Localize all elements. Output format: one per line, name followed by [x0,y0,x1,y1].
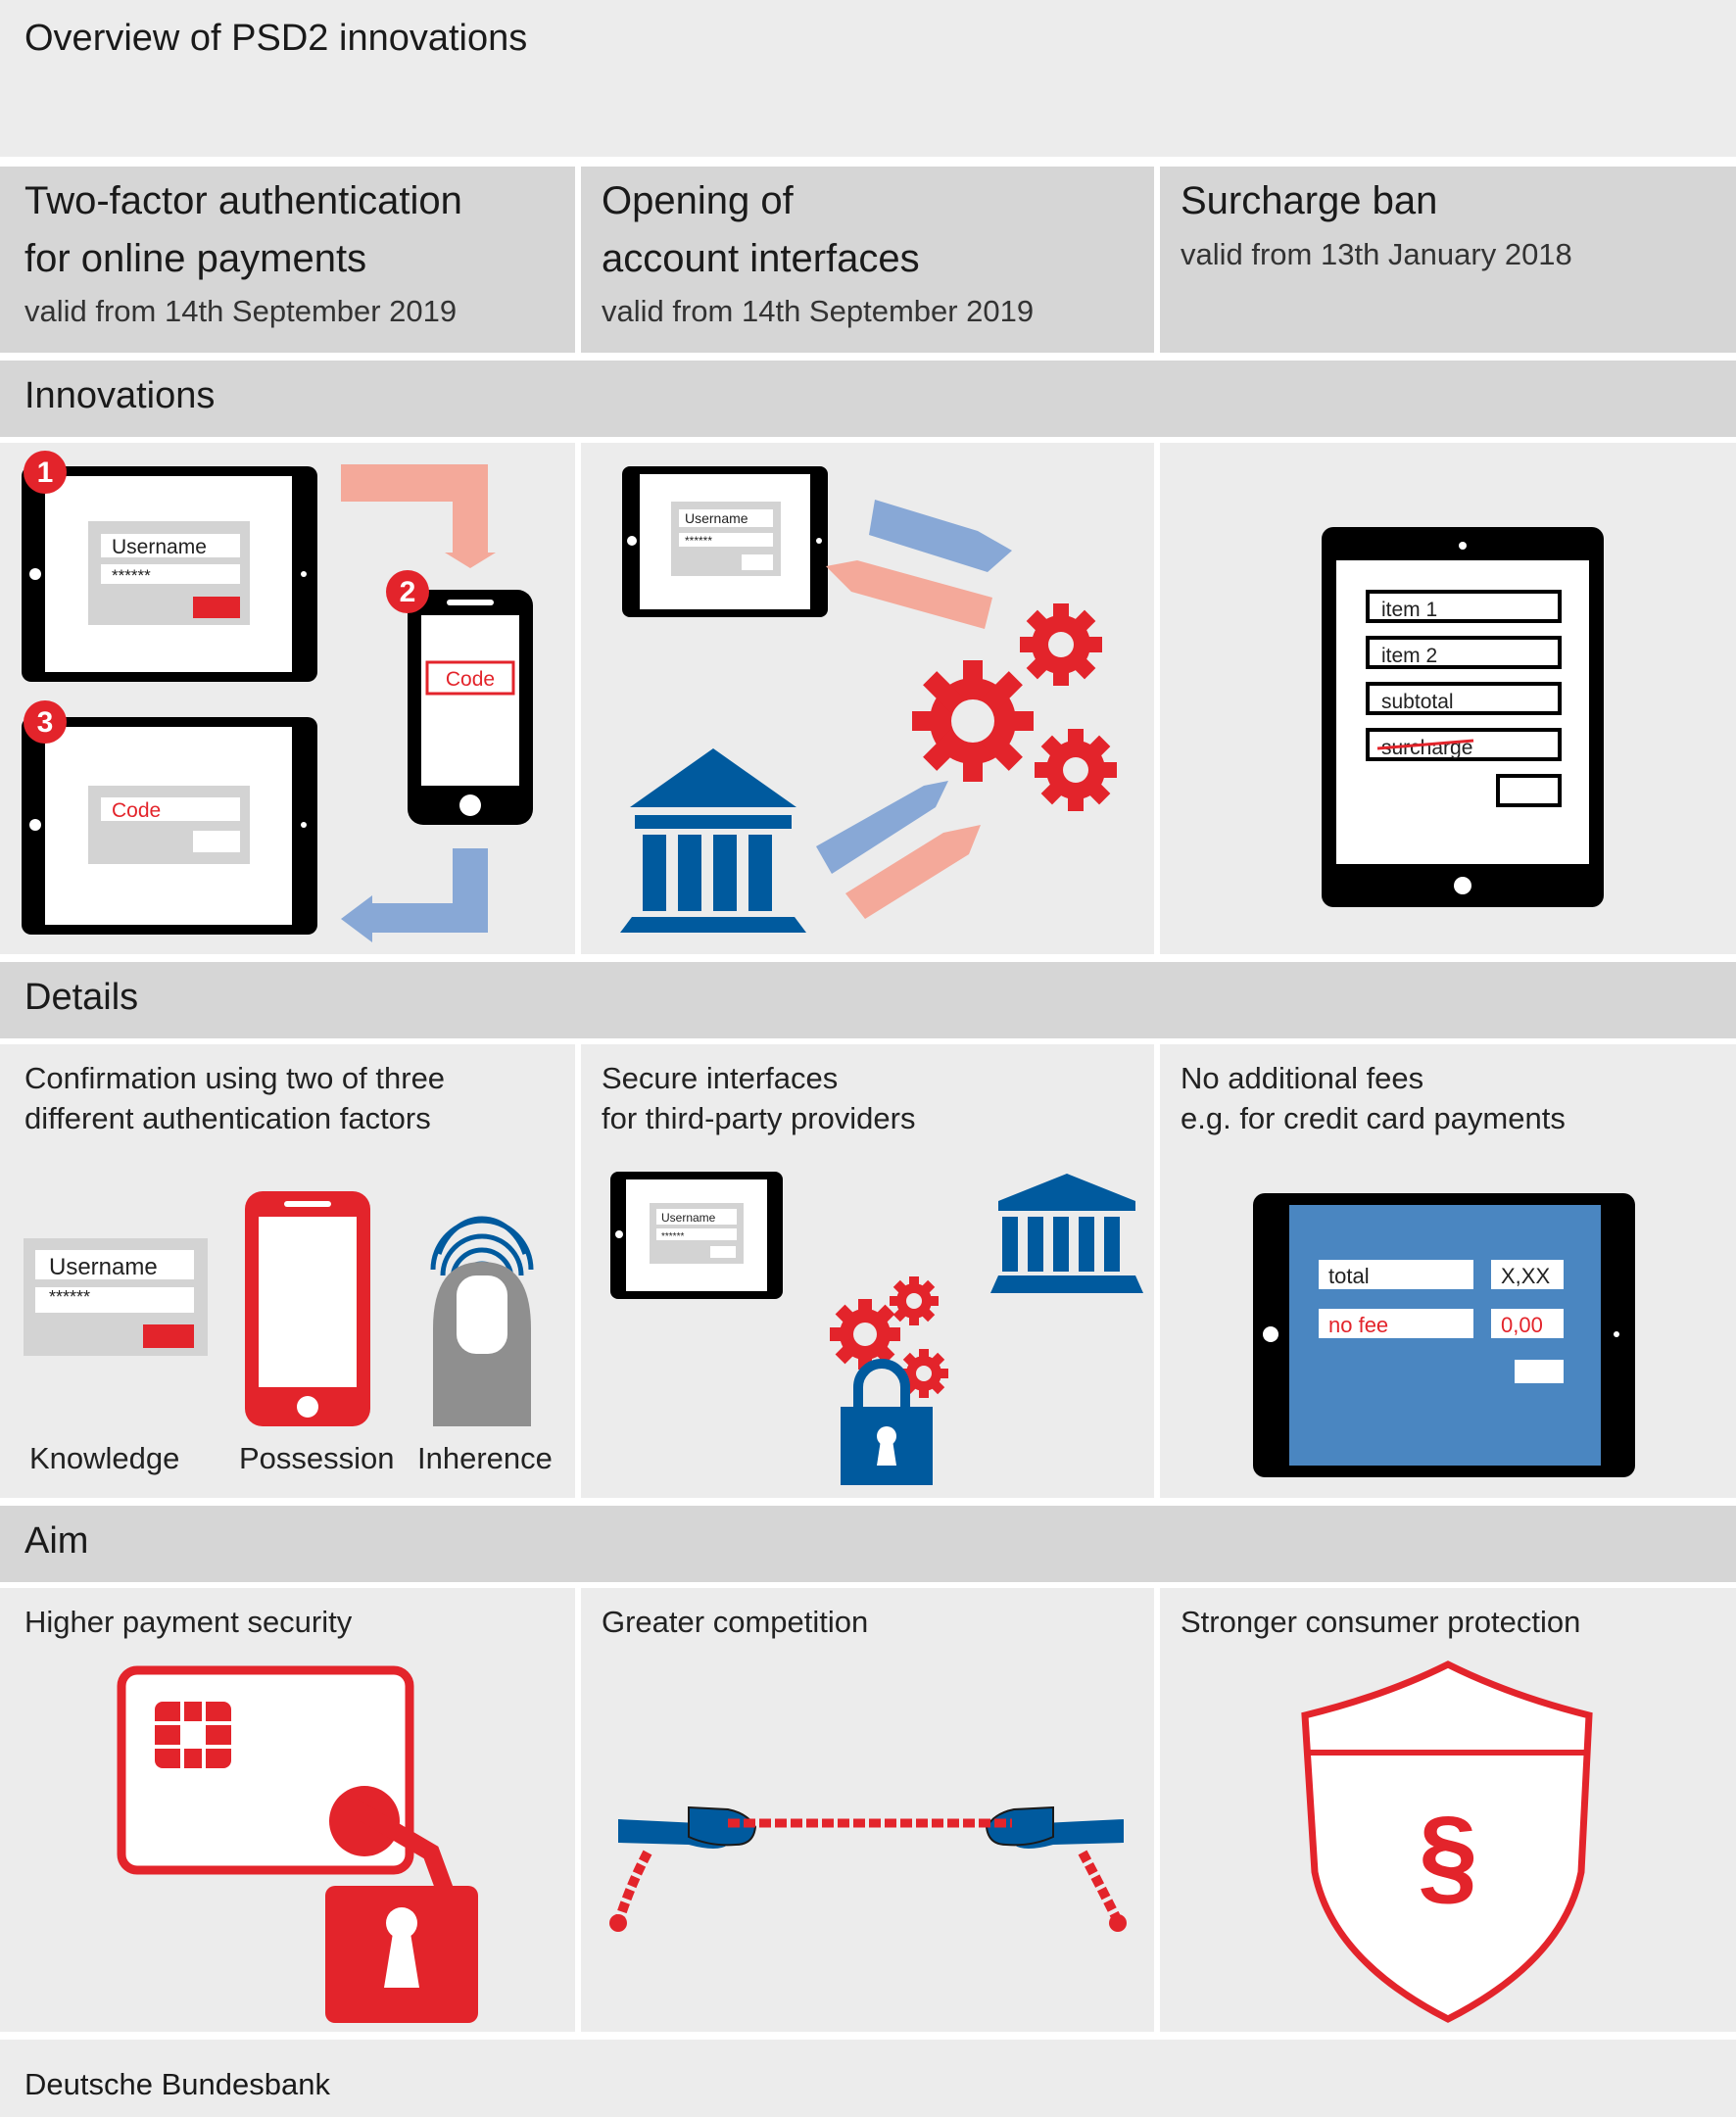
username-label-small: Username [685,510,748,526]
total-label: total [1328,1264,1370,1288]
details-1-line2: different authentication factors [24,1101,431,1135]
aim-panel-1: Higher payment security [0,1588,575,2032]
aim-panel-2: Greater competition [581,1588,1154,2032]
receipt-item-2: item 2 [1381,645,1437,667]
aim-competition: Greater competition [602,1605,869,1639]
aim-consumer-protection: Stronger consumer protection [1181,1605,1581,1639]
step-badge-2: 2 [400,576,416,608]
step-badge-3: 3 [37,706,54,739]
details-panel-3: No additional fees e.g. for credit card … [1160,1044,1736,1498]
code-label-tablet: Code [112,799,161,822]
password-mask: ****** [112,566,151,585]
details-header [0,962,1736,1038]
footer-band [0,2040,1736,2117]
innovations-panel-1: 1 2 3 Username ****** Code Code [0,443,575,954]
column-3-heading: Surcharge ban [1181,179,1438,222]
footer-source: Deutsche Bundesbank [24,2067,330,2101]
factor-knowledge: Knowledge [29,1441,180,1475]
factor-inherence: Inherence [417,1441,553,1475]
aim-header [0,1506,1736,1582]
details-title: Details [24,977,139,1018]
knowledge-password: ****** [49,1287,90,1307]
column-header-3 [1160,167,1736,353]
no-fee-label: no fee [1328,1313,1388,1337]
knowledge-username: Username [49,1254,158,1280]
aim-panel-3: Stronger consumer protection § [1160,1588,1736,2032]
password-mask-small: ****** [685,534,712,548]
details-1-line1: Confirmation using two of three [24,1061,446,1095]
column-1-heading-line2: for online payments [24,237,367,280]
title-band [0,0,1736,157]
details-3-line2: e.g. for credit card payments [1181,1101,1566,1135]
total-value: X,XX [1501,1264,1550,1288]
details-2-line1: Secure interfaces [602,1061,839,1095]
innovations-panel-3: item 1 item 2 subtotal surcharge [1160,443,1736,954]
column-2-heading-line1: Opening of [602,179,794,222]
aim-payment-security: Higher payment security [24,1605,353,1639]
username-label: Username [112,536,207,558]
details-panel-1: Confirmation using two of three differen… [0,1044,575,1498]
tpp-password: ****** [661,1231,684,1242]
step-badge-1: 1 [37,457,54,489]
receipt-item-1: item 1 [1381,599,1437,621]
details-2-line2: for third-party providers [602,1101,916,1135]
page-title: Overview of PSD2 innovations [24,18,528,59]
column-1-heading-line1: Two-factor authentication [24,179,462,222]
code-label-phone: Code [446,668,495,691]
aim-title: Aim [24,1520,89,1562]
details-3-line1: No additional fees [1181,1061,1424,1095]
column-2-valid-date: valid from 14th September 2019 [602,294,1035,328]
column-header-2 [581,167,1154,353]
column-3-valid-date: valid from 13th January 2018 [1181,237,1572,271]
receipt-subtotal: subtotal [1381,691,1454,713]
details-panel-2: Secure interfaces for third-party provid… [581,1044,1154,1498]
column-2-heading-line2: account interfaces [602,237,920,280]
column-1-valid-date: valid from 14th September 2019 [24,294,458,328]
innovations-title: Innovations [24,375,216,416]
column-header-1 [0,167,575,353]
no-fee-value: 0,00 [1501,1313,1543,1337]
factor-possession: Possession [239,1441,395,1475]
innovations-panel-2: Username ****** [581,443,1154,954]
tpp-username: Username [661,1211,716,1225]
paragraph-symbol: § [1418,1795,1477,1915]
innovations-header [0,361,1736,437]
